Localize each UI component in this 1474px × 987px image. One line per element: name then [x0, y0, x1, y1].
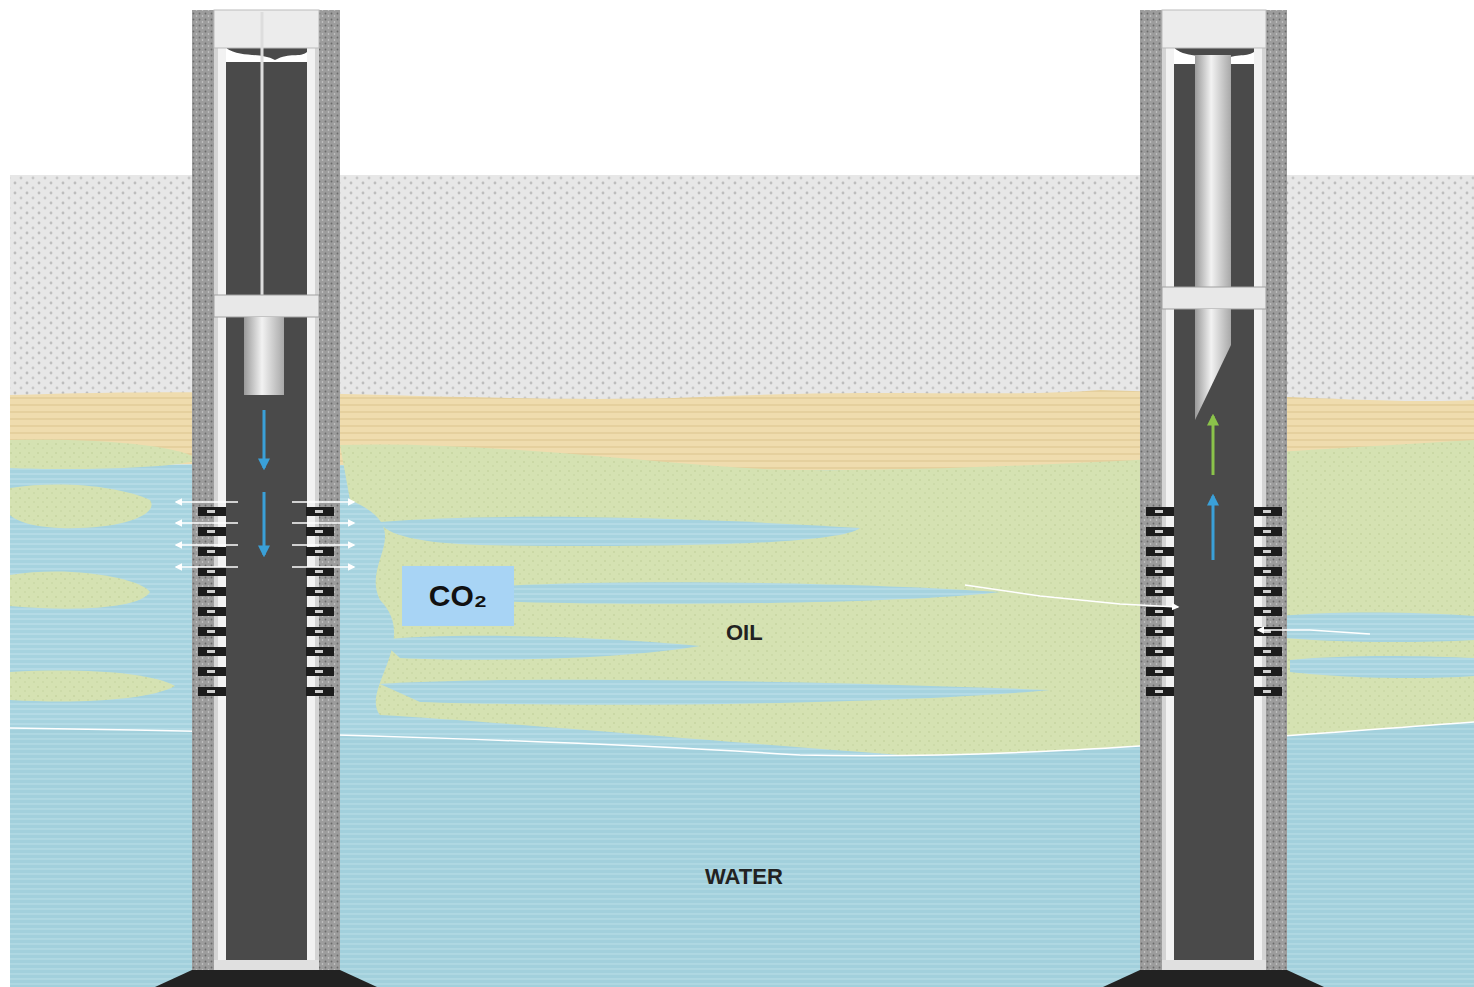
gas-name: CO₂ [429, 579, 487, 613]
water-streaks [380, 517, 1474, 705]
injection-well [155, 10, 377, 987]
zone-label: WATER [705, 864, 783, 890]
production-well [1103, 10, 1324, 987]
gas-label-box: CO₂ [402, 566, 514, 626]
perforations [198, 507, 1282, 696]
zone-label: OIL [726, 620, 763, 646]
flow-arrows [176, 410, 1370, 634]
